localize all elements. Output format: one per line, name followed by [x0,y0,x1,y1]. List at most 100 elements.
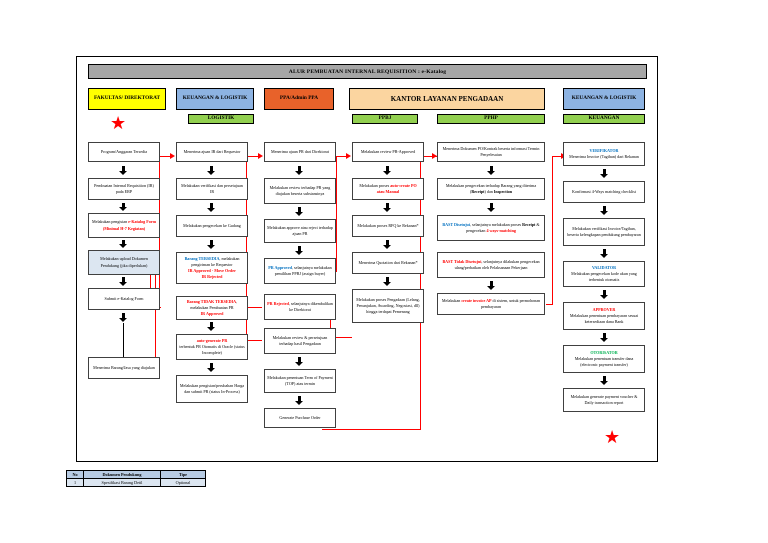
page-title: ALUR PEMBUATAN INTERNAL REQUISITION : e-… [288,68,447,75]
node-bast-disetujui[interactable]: BAST Disetujui, selanjutnya melakukan pr… [437,215,545,241]
node-generate-purchase-order[interactable]: Generate Purchase Order [264,408,336,428]
arrow-down-icon [383,203,391,212]
node-auto-create-po[interactable]: Melakukan proses auto-create PO atau Man… [352,178,424,200]
connector-line [237,307,262,309]
connector-line [246,156,248,341]
connector-line [330,312,332,338]
arrow-down-icon [600,333,608,342]
arrow-down-icon [295,357,303,366]
legend-cell-no: 1 [66,478,84,487]
node-bast-tidak-disetujui[interactable]: BAST Tidak Disetujui, selanjutnya dilaku… [437,252,545,278]
swimlane-subheader-ppbj: PPBJ [352,114,418,124]
node-proses-rfq[interactable]: Melakukan proses RFQ ke Rekanan* [352,215,424,237]
legend-col-no: No [66,470,84,479]
arrow-down-icon [383,240,391,249]
arrow-down-icon [487,203,495,212]
swimlane-header-ppa: PPA/Admin PPA [264,88,334,110]
node-review-pr-approved[interactable]: Melakukan review PR-Approved [352,142,424,162]
arrow-down-icon [119,166,127,175]
connector-arrowhead [258,153,263,159]
node-upload-dokumen[interactable]: Melakukan upload Dokumen Pendukung (jika… [88,250,160,275]
node-generate-payment-voucher[interactable]: Melakukan generate payment voucher & Dai… [563,388,645,412]
node-menerima-dokumen-po[interactable]: Menerima Dokumen PO/Kontrak beserta info… [437,142,545,162]
node-pr-rejected[interactable]: PR Rejected, selanjutnya dikembalikan ke… [264,294,336,320]
connector-arrowhead [432,153,437,159]
arrow-down-icon [207,363,215,372]
connector-line [246,156,260,158]
node-menerima-barang[interactable]: Menerima Barang/Jasa yang diajukan [88,357,160,379]
connector-line [420,156,438,158]
arrow-down-icon [295,246,303,255]
node-submit-ekatalog[interactable]: Submit e-Katalog Form [88,288,160,310]
arrow-down-icon [119,203,127,211]
swimlane-header-klp: KANTOR LAYANAN PENGADAAN [349,88,545,110]
node-pr-approved[interactable]: PR Approved, selanjutnya melakukan pemil… [264,258,336,284]
legend-cell-dokumen: Spesifikasi Barang Detil [83,478,161,487]
legend-col-tipe: Tipe [160,470,206,479]
node-term-of-payment[interactable]: Melakukan penentuan Term of Payment (TOP… [264,369,336,393]
arrow-down-icon [207,322,215,331]
node-create-invoice-ap[interactable]: Melakukan create invoice AP di sistem, u… [437,293,545,315]
legend-row: 1 Spesifikasi Barang Detil Optional [66,478,206,487]
swimlane-header-fakultas: FAKULTAS/ DIREKTORAT [88,88,166,110]
start-star-icon: ★ [110,113,127,133]
arrow-down-icon [487,166,495,175]
connector-arrowhead [346,153,351,159]
arrow-down-icon [600,249,608,258]
arrow-down-icon [600,169,608,178]
connector-line [322,429,421,431]
arrow-down-icon [207,203,215,212]
node-pengisian-harga-submit-pr[interactable]: Melakukan pengisian/perubahan Harga dan … [176,375,248,403]
connector-line [150,262,152,308]
arrow-down-icon [383,166,391,175]
arrow-down-icon [600,290,608,299]
legend-cell-tipe: Optional [160,478,206,487]
node-pengecekan-receipt-inspection[interactable]: Melakukan pengecekan terhadap Barang yan… [437,178,545,200]
node-program-anggaran[interactable]: Program/Anggaran Tersedia [88,142,160,162]
arrow-down-icon [295,166,303,175]
node-pengisian-ekatalog[interactable]: Melakukan pengisian e-Katalog Form(Minim… [88,213,160,238]
node-approve-reject-pr[interactable]: Melakukan approve atau reject terhadap a… [264,219,336,243]
connector-line [155,272,157,368]
node-barang-tersedia[interactable]: Barang TERSEDIA, melakukan pengiriman ke… [176,252,248,284]
arrow-down-icon [119,240,127,248]
swimlane-header-keuangan-logistik-2: KEUANGAN & LOGISTIK [563,88,645,110]
arrow-down-icon [487,281,495,290]
connector-arrowhead [170,153,175,159]
arrow-down-icon [295,396,303,405]
node-konfirmasi-4ways[interactable]: Konfirmasi 4-Ways matching checklist [563,181,645,203]
node-pengecekan-gudang[interactable]: Melakukan pengecekan ke Gudang [176,215,248,237]
node-proses-pengadaan[interactable]: Melakukan proses Pengadaan (Lelang, Penu… [352,289,424,323]
swimlane-subheader-pphp: PPHP [437,114,545,124]
node-barang-tidak-tersedia[interactable]: Barang TIDAK TERSEDIA, melakukan Pembuat… [176,296,248,320]
arrow-down-icon [207,166,215,175]
legend-col-dokumen: Dokumen Pendukung [83,470,161,479]
arrow-down-icon [383,277,391,286]
node-review-pr[interactable]: Melakukan review terhadap PR yang diajuk… [264,178,336,204]
arrow-down-icon [600,376,608,385]
node-review-hasil-pengadaan[interactable]: Melakukan review & persetujuan terhadap … [264,328,336,354]
node-pembuatan-ir[interactable]: Pembuatan Internal Requisition (IR) pada… [88,178,160,200]
swimlane-subheader-logistik: LOGISTIK [188,114,254,124]
node-menerima-ajuan-ir[interactable]: Menerima ajuan IR dari Requestor [176,142,248,162]
arrow-down-icon [119,277,127,286]
node-verifikasi-invoice[interactable]: Melakukan verifikasi Invoice/Tagihan, be… [563,218,645,246]
node-verifikasi-ir[interactable]: Melakukan verifikasi dan persetujuan IR [176,178,248,200]
arrow-down-icon [600,206,608,215]
connector-line [552,156,554,305]
vertical-line [123,323,125,357]
node-menerima-quotation[interactable]: Menerima Quotation dari Rekanan* [352,252,424,274]
node-menerima-ajuan-pr[interactable]: Menerima ajuan PR dari Direktorat [264,142,336,162]
legend-table: No Dokumen Pendukung Tipe 1 Spesifikasi … [66,470,206,487]
connector-line [246,340,262,342]
arrow-down-icon [295,207,303,216]
connector-line [336,156,338,272]
end-star-icon: ★ [604,427,621,447]
connector-line [552,156,564,158]
